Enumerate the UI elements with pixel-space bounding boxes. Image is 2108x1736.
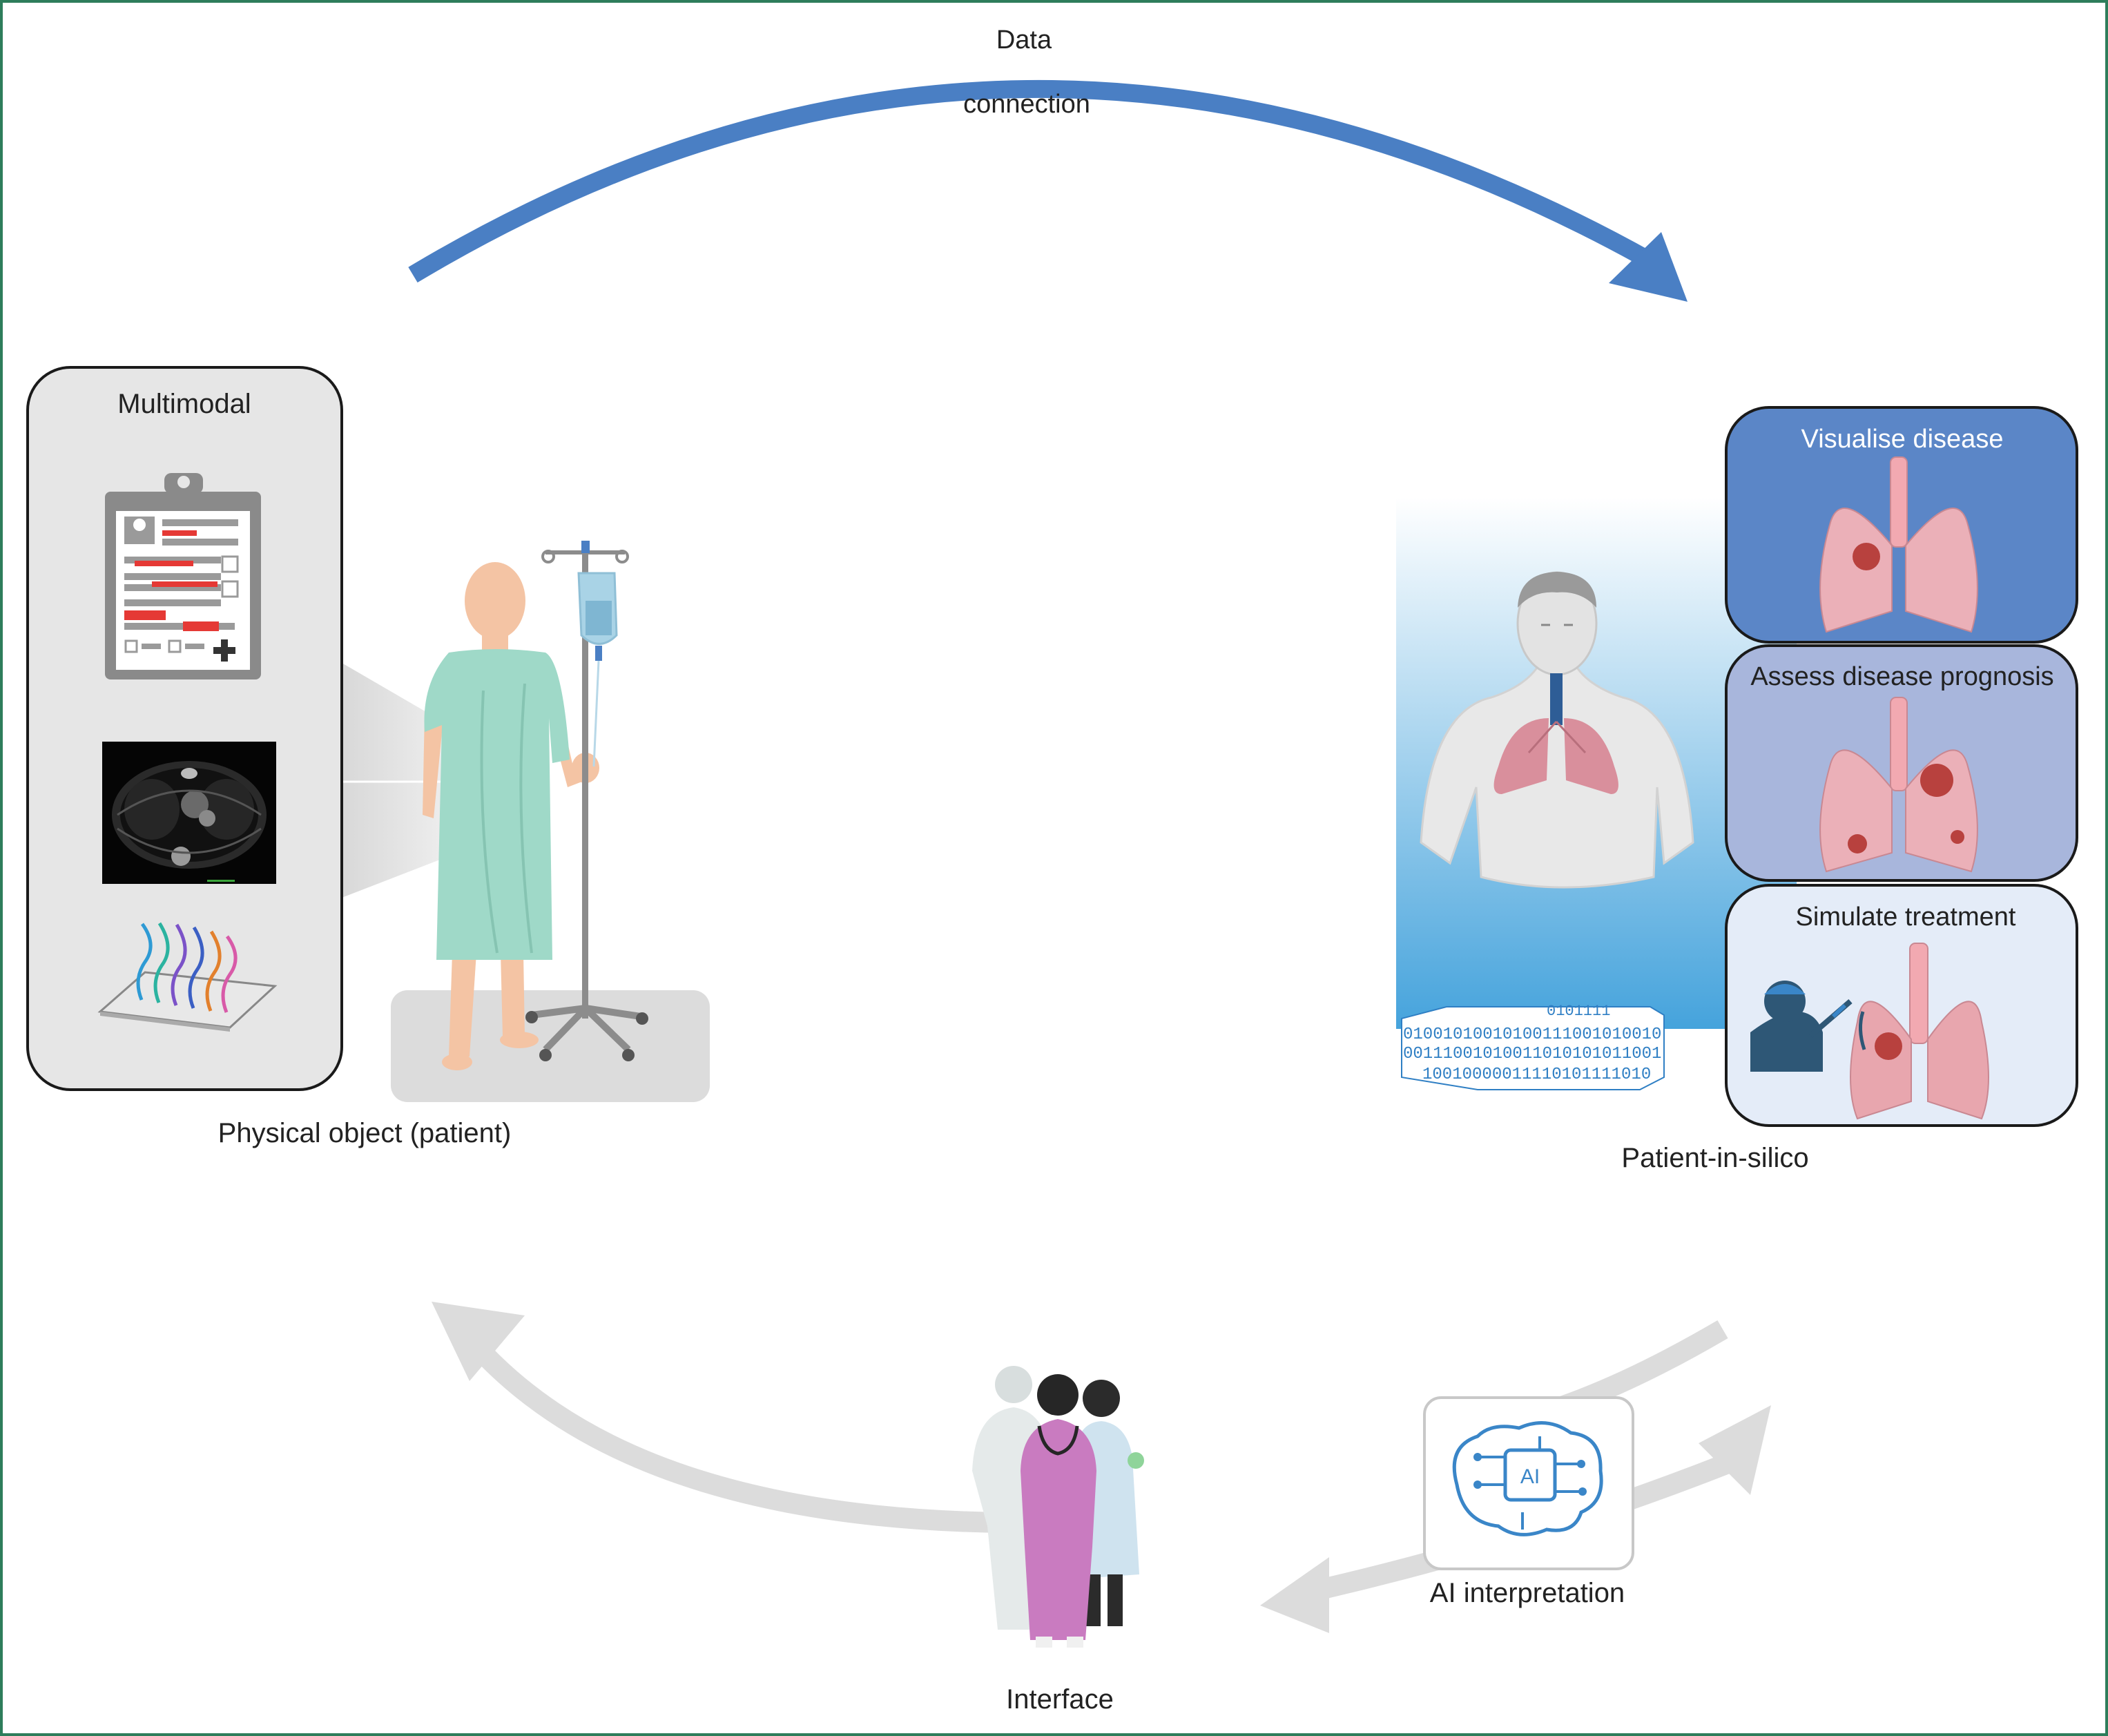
feedback-arrow-left xyxy=(432,1302,1009,1533)
ai-interpretation-label: AI interpretation xyxy=(1430,1578,1625,1608)
clipboard-record-icon xyxy=(105,473,261,679)
ai-interpretation-box: AI xyxy=(1423,1396,1634,1570)
multimodal-label: Multimodal xyxy=(117,389,251,419)
assess-prognosis-panel: Assess disease prognosis xyxy=(1725,644,2078,882)
binary-row-3: 00111001010011010101011001 xyxy=(1403,1045,1661,1063)
interface-label: Interface xyxy=(1006,1684,1114,1715)
simulate-treatment-panel: Simulate treatment xyxy=(1725,884,2078,1127)
binary-row-4: 10010000011110101111010 xyxy=(1422,1065,1651,1084)
lungs-icon-visualise xyxy=(1819,456,1978,633)
ai-chip-label: AI xyxy=(1520,1465,1540,1488)
ct-scan-image xyxy=(102,742,276,884)
clinicians-group xyxy=(972,1366,1144,1648)
lungs-icon-treatment xyxy=(1850,943,1989,1120)
physical-object-label: Physical object (patient) xyxy=(218,1118,512,1148)
genomics-tray-icon xyxy=(97,922,278,1032)
patient-figure xyxy=(423,562,599,1070)
data-label-line2: connection xyxy=(963,90,1090,119)
binary-row-1: 0101111 xyxy=(1547,1003,1610,1020)
visualise-disease-label: Visualise disease xyxy=(1801,425,2004,454)
surgeon-icon xyxy=(1750,981,1853,1072)
simulate-treatment-label: Simulate treatment xyxy=(1796,903,2016,932)
assess-prognosis-label: Assess disease prognosis xyxy=(1750,662,2053,691)
iv-stand xyxy=(525,541,648,1061)
binary-row-2: 01001010010100111001010010 xyxy=(1403,1025,1661,1044)
data-label-line1: Data xyxy=(996,26,1052,55)
patient-in-silico-label: Patient-in-silico xyxy=(1621,1143,1808,1173)
digital-human-body xyxy=(1420,571,1694,889)
magnify-cone xyxy=(342,663,449,898)
lungs-icon-prognosis xyxy=(1819,697,1978,873)
binary-code-block: 0101111 01001010010100111001010010 00111… xyxy=(1401,1003,1665,1090)
visualise-disease-panel: Visualise disease xyxy=(1725,406,2078,644)
data-connection-arrow xyxy=(408,79,1688,302)
